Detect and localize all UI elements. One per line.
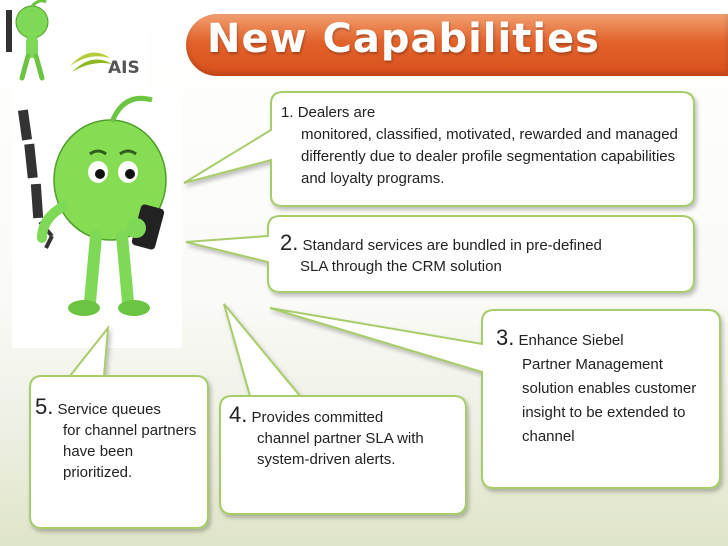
title-bar: [186, 14, 728, 76]
item-first-line: Service queues: [57, 401, 161, 418]
bubble-4: [219, 303, 467, 515]
item-text: SLA through the CRM solution: [300, 258, 502, 275]
item-number: 1.: [281, 104, 294, 121]
ais-mascot-logo-icon: [6, 0, 112, 81]
ais-logo-text: AIS: [108, 58, 140, 78]
item-number: 2.: [280, 230, 299, 255]
item-text: Partner Management solution enables cust…: [522, 356, 697, 445]
item-text: monitored, classified, motivated, reward…: [301, 126, 678, 187]
item-number: 5.: [35, 394, 54, 419]
page-title: New Capabilities: [207, 16, 600, 62]
logo-area: AIS: [0, 0, 148, 88]
capability-item-5: 5. Service queues for channel partners h…: [35, 396, 205, 483]
bubble-5: [29, 324, 209, 529]
capability-item-4: 4. Provides committed channel partner SL…: [229, 404, 461, 470]
capability-item-1: 1. Dealers are monitored, classified, mo…: [281, 102, 691, 190]
item-first-line: Enhance Siebel: [518, 332, 624, 349]
item-first-line: Dealers are: [297, 104, 376, 121]
capability-item-2: 2. Standard services are bundled in pre-…: [280, 232, 690, 277]
item-number: 3.: [496, 325, 515, 350]
item-text: for channel partners have been prioritiz…: [63, 422, 197, 481]
item-text: channel partner SLA with system-driven a…: [257, 430, 424, 468]
bubble-3: [269, 307, 721, 489]
bubble-1: [183, 91, 695, 207]
item-first-line: Provides committed: [251, 409, 384, 426]
item-first-line: Standard services are bundled in pre-def…: [302, 237, 602, 254]
item-number: 4.: [229, 402, 248, 427]
mascot-panel: [12, 88, 182, 348]
bubble-2: [185, 215, 695, 293]
green-mascot-icon: [17, 95, 167, 316]
capability-item-3: 3. Enhance Siebel Partner Management sol…: [496, 326, 708, 449]
